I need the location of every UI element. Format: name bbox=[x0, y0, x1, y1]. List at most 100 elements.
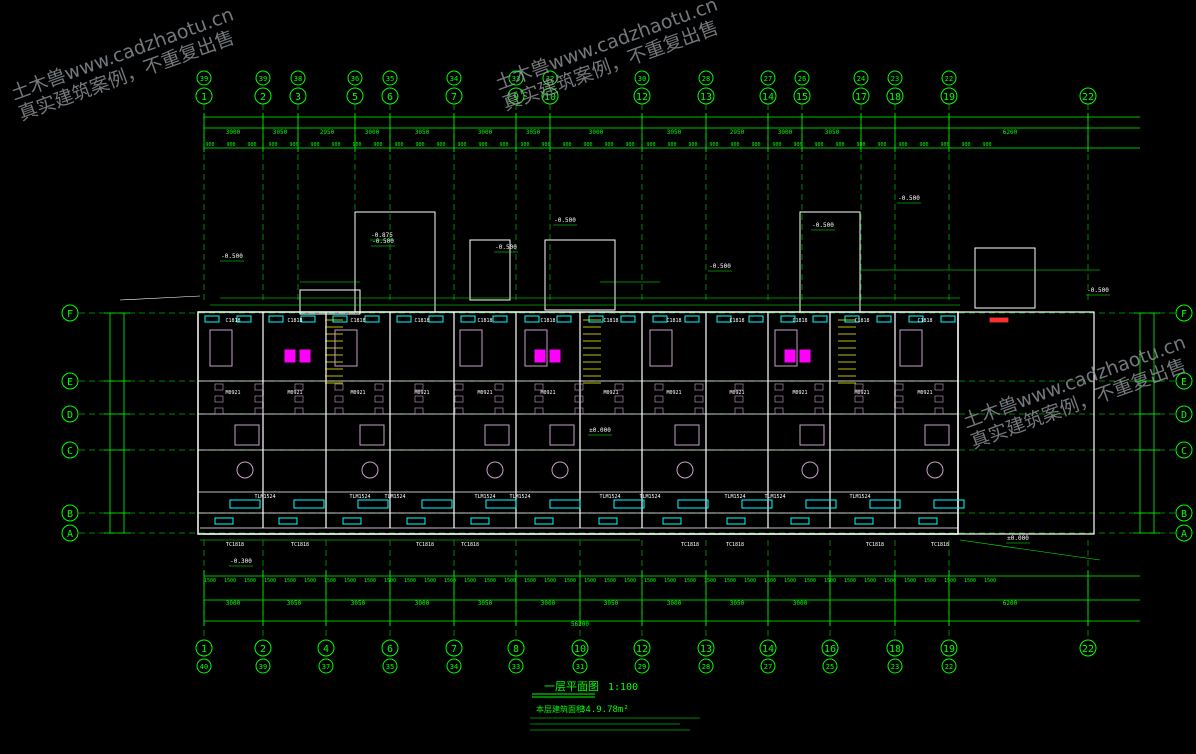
bottom-axis-label: 4 bbox=[323, 644, 329, 655]
sub-dimension-label: 900 bbox=[268, 142, 277, 148]
window-tag: C1818 bbox=[666, 318, 681, 324]
sub-dimension-label: 900 bbox=[226, 142, 235, 148]
sub-dimension-label: 900 bbox=[751, 142, 760, 148]
sub-dimension-label: 1500 bbox=[664, 578, 676, 584]
door-tag: M0921 bbox=[917, 390, 932, 396]
bottom-axis-mirror-label: 37 bbox=[322, 663, 330, 671]
bottom-axis-mirror-bubble bbox=[508, 658, 524, 674]
bottom-axis-bubble bbox=[940, 639, 958, 657]
top-axis-mirror-bubble bbox=[698, 70, 714, 86]
sub-dimension-label: 1500 bbox=[444, 578, 456, 584]
sub-dimension-label: 1500 bbox=[524, 578, 536, 584]
top-dimension-label: 3050 bbox=[825, 129, 840, 136]
furniture-round-table bbox=[361, 461, 379, 479]
bottom-axis-bubble bbox=[1079, 639, 1097, 657]
row-axis-bubble bbox=[61, 504, 79, 522]
tc-tag: TC1818 bbox=[291, 542, 309, 548]
row-axis-label: C bbox=[67, 446, 73, 457]
bottom-axis-mirror-bubble bbox=[382, 658, 398, 674]
drawing-scale: 1:100 bbox=[608, 682, 638, 693]
sub-dimension-label: 900 bbox=[331, 142, 340, 148]
top-dimension-label: 3000 bbox=[478, 129, 493, 136]
row-axis-label: D bbox=[67, 410, 73, 421]
level-mark: -0.500 bbox=[372, 238, 394, 245]
door-tag: M0921 bbox=[792, 390, 807, 396]
top-axis-mirror-bubble bbox=[196, 70, 212, 86]
sub-dimension-label: 1500 bbox=[684, 578, 696, 584]
sub-dimension-label: 900 bbox=[520, 142, 529, 148]
bottom-dimension-label: 3050 bbox=[287, 600, 302, 607]
top-axis-mirror-bubble bbox=[794, 70, 810, 86]
sub-dimension-label: 900 bbox=[772, 142, 781, 148]
bottom-axis-bubble bbox=[195, 639, 213, 657]
window-tag: C1818 bbox=[287, 318, 302, 324]
bottom-axis-label: 6 bbox=[387, 644, 393, 655]
furniture-round-table bbox=[676, 461, 694, 479]
sub-dimension-label: 900 bbox=[688, 142, 697, 148]
sub-dimension-label: 900 bbox=[898, 142, 907, 148]
bottom-axis-mirror-label: 28 bbox=[702, 663, 710, 671]
top-axis-mirror-bubble bbox=[382, 70, 398, 86]
bottom-dimension-label: 3050 bbox=[478, 600, 493, 607]
row-axis-bubble bbox=[61, 405, 79, 423]
sub-dimension-label: 1500 bbox=[604, 578, 616, 584]
sub-dimension-label: 1500 bbox=[364, 578, 376, 584]
bottom-dimension-label: 6200 bbox=[1003, 600, 1018, 607]
sub-dimension-label: 900 bbox=[583, 142, 592, 148]
sub-dimension-label: 900 bbox=[289, 142, 298, 148]
level-mark: -0.500 bbox=[1087, 287, 1109, 294]
top-axis-label: 3 bbox=[295, 92, 301, 103]
window-tag-bottom: TLM1524 bbox=[509, 494, 530, 500]
row-axis-label: B bbox=[1181, 509, 1187, 520]
top-axis-mirror-bubble bbox=[508, 70, 524, 86]
top-axis-label: 14 bbox=[762, 92, 774, 103]
furniture-round-table bbox=[551, 461, 569, 479]
bottom-dimension-label: 3050 bbox=[351, 600, 366, 607]
level-mark: -0.875 bbox=[371, 232, 393, 239]
sub-dimension-label: 900 bbox=[394, 142, 403, 148]
bottom-axis-mirror-bubble bbox=[318, 658, 334, 674]
top-axis-mirror-label: 34 bbox=[450, 75, 458, 83]
window-tag: C1818 bbox=[350, 318, 365, 324]
sub-dimension-label: 900 bbox=[352, 142, 361, 148]
sub-dimension-label: 1500 bbox=[624, 578, 636, 584]
drawing-title: 一层平面图 bbox=[544, 680, 599, 693]
bottom-axis-label: 13 bbox=[700, 644, 712, 655]
top-axis-mirror-label: 22 bbox=[945, 75, 953, 83]
level-mark: ±0.000 bbox=[589, 427, 611, 434]
tc-tag: TC1818 bbox=[866, 542, 884, 548]
sub-dimension-label: 900 bbox=[877, 142, 886, 148]
bottom-dimension-label: 3000 bbox=[226, 600, 241, 607]
sub-dimension-label: 900 bbox=[709, 142, 718, 148]
sub-dimension-label: 1500 bbox=[284, 578, 296, 584]
furniture-blocks bbox=[209, 329, 950, 479]
window-tag-bottom: TLM1524 bbox=[724, 494, 745, 500]
area-value: 34.9.78m² bbox=[580, 705, 629, 715]
sub-dimension-label: 900 bbox=[835, 142, 844, 148]
sub-dimension-label: 1500 bbox=[764, 578, 776, 584]
row-axis-label: F bbox=[67, 309, 73, 320]
row-axis-label: B bbox=[67, 509, 73, 520]
top-axis-label: 6 bbox=[387, 92, 393, 103]
sub-dimension-label: 1500 bbox=[244, 578, 256, 584]
window-tag-bottom: TLM1524 bbox=[849, 494, 870, 500]
sub-dimension-label: 1500 bbox=[204, 578, 216, 584]
bottom-axis-label: 8 bbox=[513, 644, 519, 655]
top-axis-label: 5 bbox=[352, 92, 358, 103]
door-tag: M0921 bbox=[729, 390, 744, 396]
sub-dimension-label: 900 bbox=[205, 142, 214, 148]
level-mark: -0.500 bbox=[898, 195, 920, 202]
bottom-axis-mirror-bubble bbox=[634, 658, 650, 674]
top-axis-mirror-bubble bbox=[760, 70, 776, 86]
bottom-axis-mirror-bubble bbox=[941, 658, 957, 674]
top-axis-mirror-label: 26 bbox=[798, 75, 806, 83]
sub-dimension-label: 1500 bbox=[464, 578, 476, 584]
window-tag: C1818 bbox=[603, 318, 618, 324]
sub-dimension-label: 1500 bbox=[484, 578, 496, 584]
window-tag-bottom: TLM1524 bbox=[349, 494, 370, 500]
top-axis-mirror-label: 36 bbox=[351, 75, 359, 83]
bottom-axis-bubble bbox=[759, 639, 777, 657]
top-axis-mirror-bubble bbox=[255, 70, 271, 86]
bottom-axis-label: 1 bbox=[201, 644, 207, 655]
